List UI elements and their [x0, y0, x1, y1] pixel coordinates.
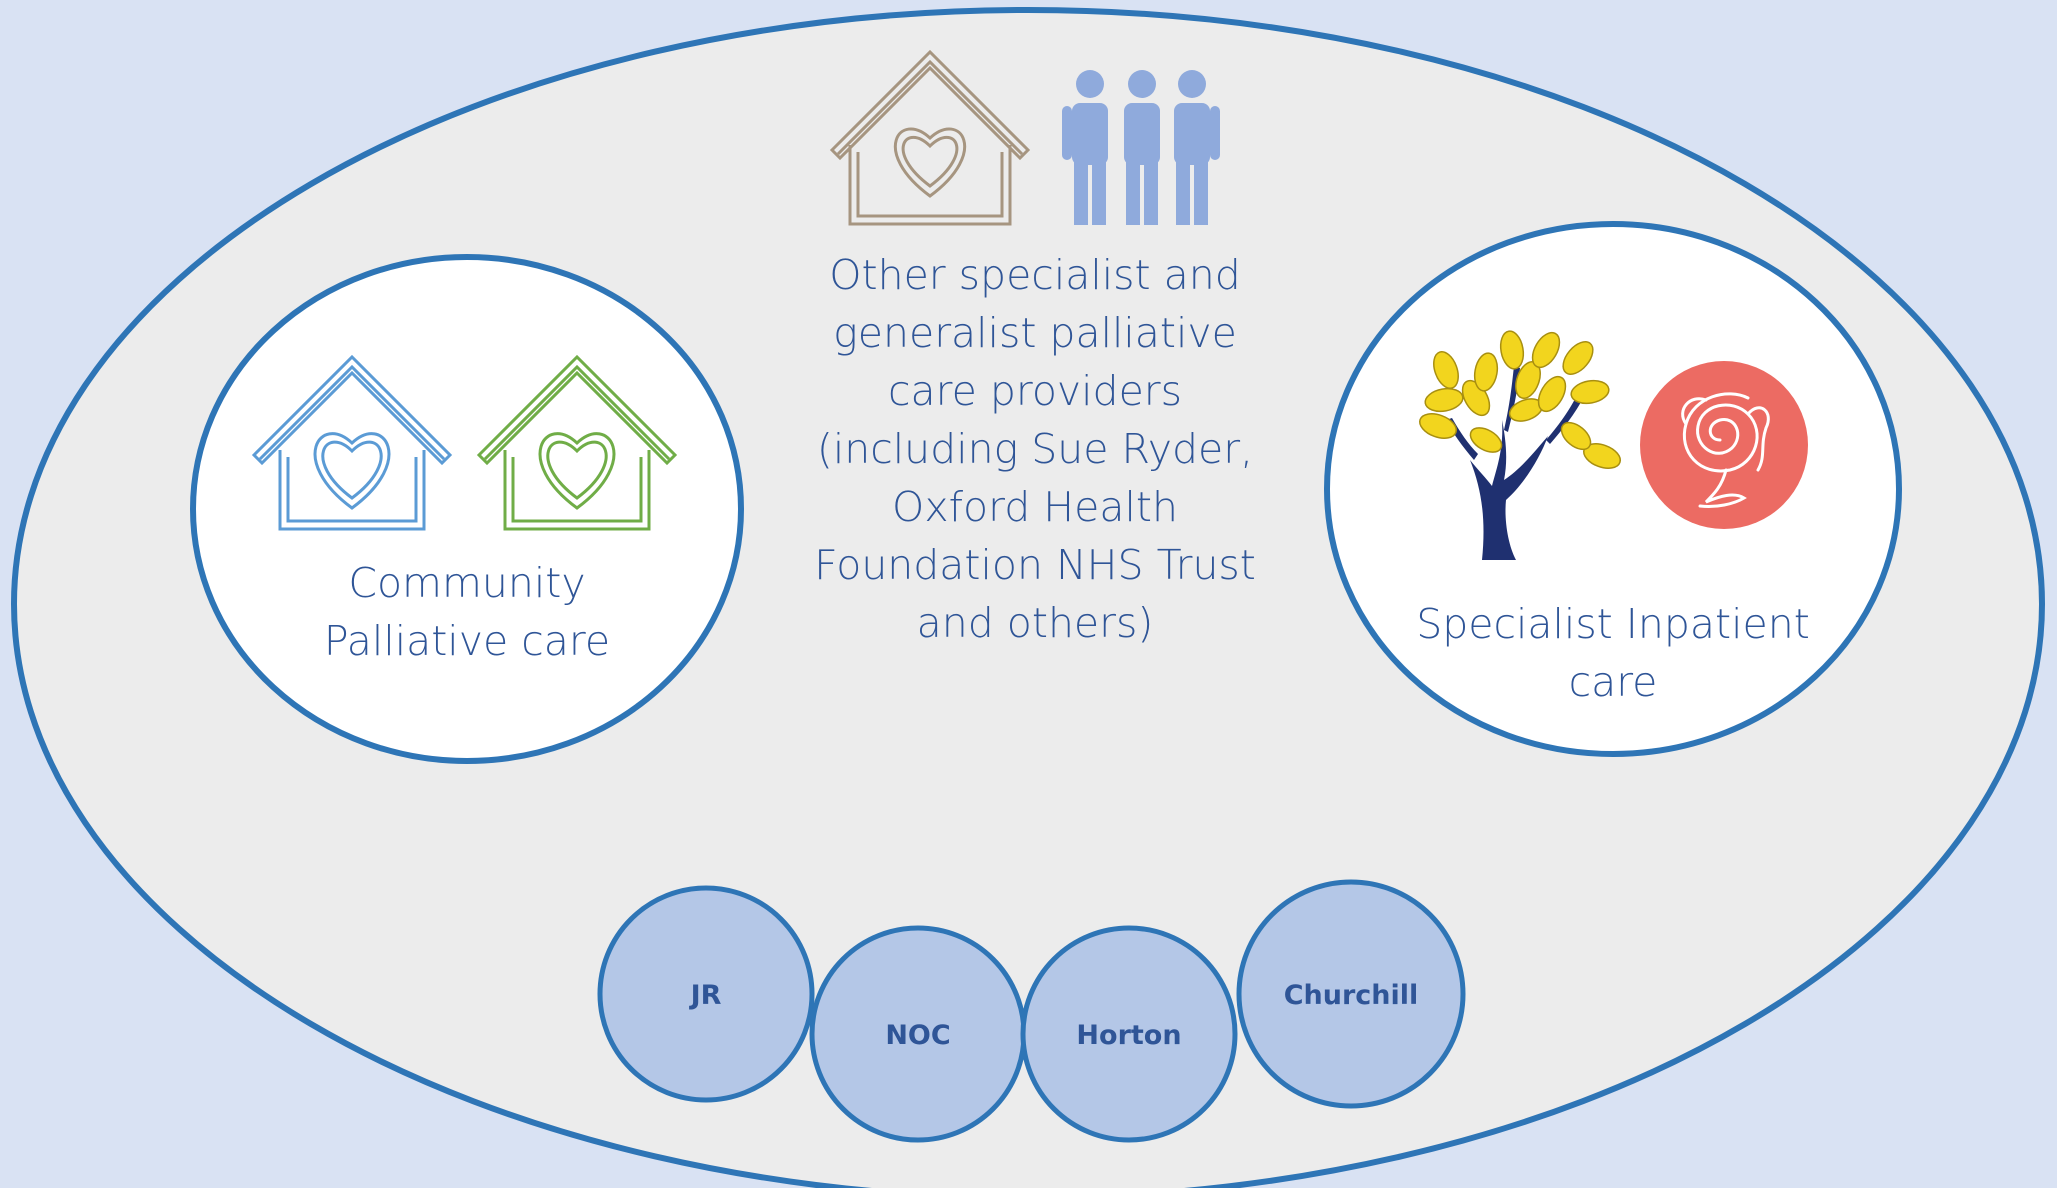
house-heart-icon: [251, 354, 453, 531]
hospital-circle-churchill: [1236, 879, 1466, 1109]
hospital-circles: [597, 879, 1466, 1143]
community-label: Community Palliative care: [267, 554, 667, 670]
hospital-label-horton: Horton: [1076, 1020, 1182, 1051]
center-label-line: generalist palliative: [833, 309, 1237, 357]
center-label-line: Oxford Health: [892, 483, 1178, 531]
hospital-label-noc: NOC: [885, 1020, 951, 1051]
hospital-circle-jr: [597, 885, 815, 1103]
inpatient-circle: [1324, 221, 1902, 757]
center-label-line: and others): [916, 599, 1154, 647]
hospital-label-jr: JR: [690, 980, 722, 1011]
community-label-line: Palliative care: [323, 617, 611, 665]
center-label-line: (including Sue Ryder,: [816, 425, 1254, 473]
center-label: Other specialist and generalist palliati…: [780, 246, 1290, 652]
community-label-line: Community: [348, 559, 586, 607]
hospital-circle-horton: [1020, 925, 1238, 1143]
tree-icon: [1419, 330, 1621, 560]
rose-logo-icon: [1640, 361, 1808, 529]
center-label-line: Foundation NHS Trust: [814, 541, 1256, 589]
hospital-label-churchill: Churchill: [1283, 980, 1419, 1011]
community-circle: [190, 254, 744, 764]
inpatient-label: Specialist Inpatient care: [1413, 595, 1813, 711]
people-group-icon: [1062, 70, 1220, 225]
center-label-line: care providers: [887, 367, 1183, 415]
house-heart-icon: [829, 49, 1031, 226]
inpatient-label-line: Specialist Inpatient: [1416, 600, 1810, 648]
house-heart-icon: [476, 354, 678, 531]
center-label-line: Other specialist and: [829, 251, 1241, 299]
inpatient-label-line: care: [1568, 658, 1658, 706]
